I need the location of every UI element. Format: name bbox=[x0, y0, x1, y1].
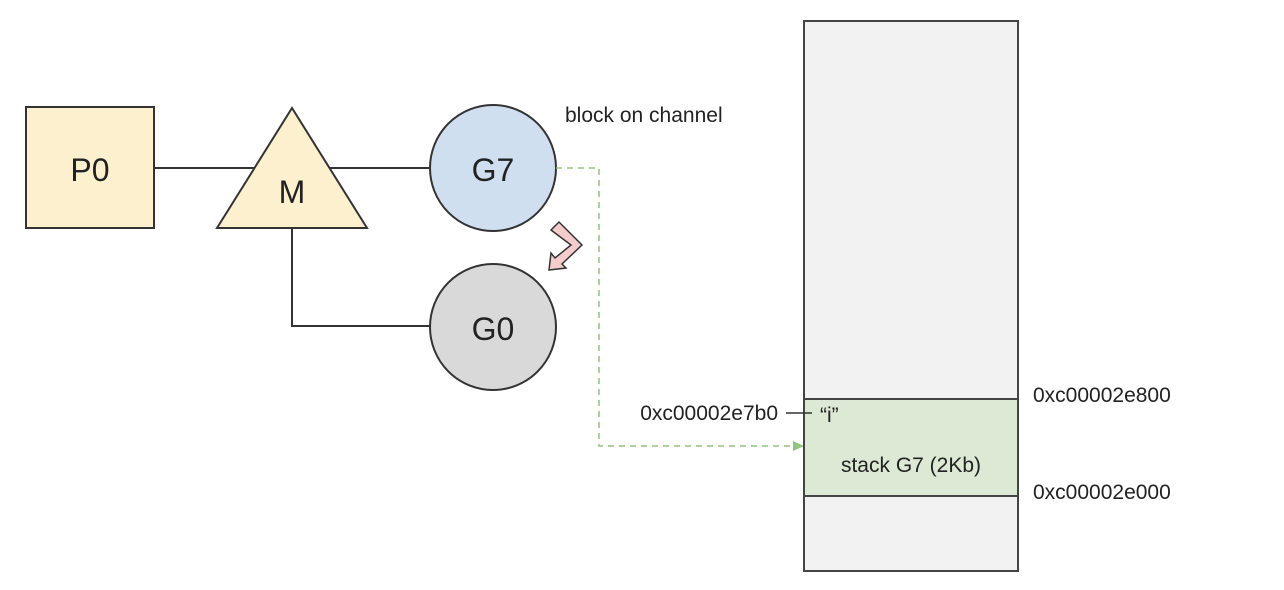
processor-p0: P0 bbox=[25, 106, 155, 229]
stack-g7-label: stack G7 (2Kb) bbox=[841, 454, 981, 477]
machine-m: M bbox=[215, 106, 369, 229]
goroutine-g7: G7 bbox=[429, 104, 557, 232]
p0-box bbox=[25, 106, 155, 229]
variable-i-address: 0xc00002e7b0 bbox=[640, 402, 778, 425]
context-switch-arrow-icon bbox=[548, 220, 584, 271]
variable-i-label: “i” bbox=[820, 404, 839, 427]
dashed-link-arrowhead-icon bbox=[793, 441, 804, 451]
stack-top-address: 0xc00002e800 bbox=[1033, 384, 1171, 407]
memory-column: stack G7 (2Kb) “i” bbox=[803, 20, 1019, 572]
stack-bottom-address: 0xc00002e000 bbox=[1033, 481, 1171, 504]
m-g0-connector bbox=[291, 228, 430, 327]
g0-label: G0 bbox=[472, 311, 515, 347]
p0-label: P0 bbox=[70, 152, 109, 188]
goroutine-g0: G0 bbox=[429, 263, 557, 391]
m-triangle bbox=[215, 106, 369, 229]
m-label: M bbox=[279, 174, 306, 210]
g7-stack-dashed-link bbox=[556, 167, 796, 447]
g0-circle bbox=[429, 263, 557, 391]
g7-label: G7 bbox=[472, 152, 515, 188]
stack-g7-region bbox=[803, 398, 1019, 497]
g7-state-label: block on channel bbox=[565, 104, 723, 127]
